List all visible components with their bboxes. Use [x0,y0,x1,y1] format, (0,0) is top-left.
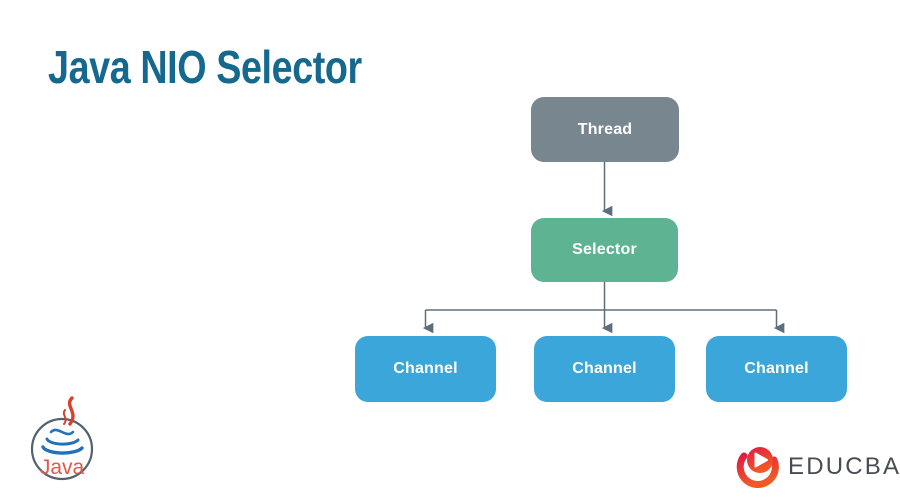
node-thread-label: Thread [577,120,633,138]
node-channel-1-label: Channel [393,360,458,377]
node-selector-label: Selector [572,241,637,258]
node-channel-1: Channel [355,336,496,402]
educba-logo-icon [736,447,779,488]
node-thread: Thread [531,97,679,162]
page-title: Java NIO Selector [48,41,362,93]
node-channel-3-label: Channel [744,360,809,377]
educba-logo-text: EDUCBA [788,453,899,480]
node-channel-3: Channel [706,336,847,402]
educba-logo: EDUCBA [736,447,899,488]
node-channel-2-label: Channel [572,360,637,377]
node-selector: Selector [531,218,678,282]
node-channel-2: Channel [534,336,675,402]
java-logo-text: Java [40,456,85,479]
java-logo-icon: Java [30,396,94,481]
